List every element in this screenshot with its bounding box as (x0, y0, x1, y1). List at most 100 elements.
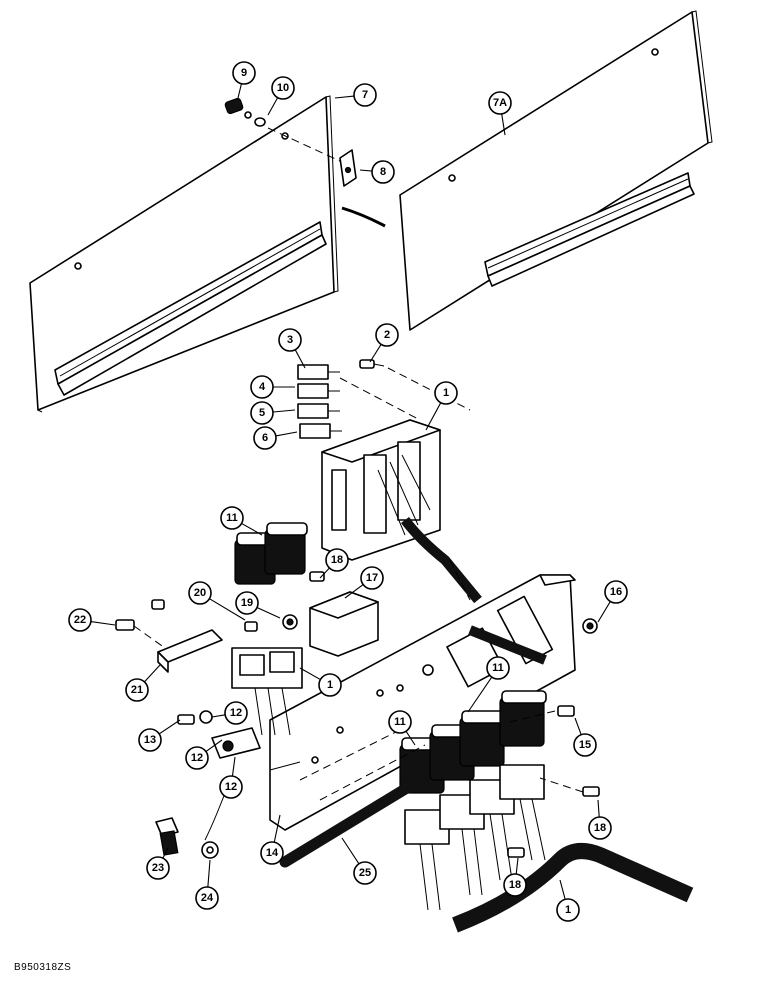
callout-label: 18 (331, 554, 343, 566)
callout-label: 4 (259, 381, 266, 393)
callout-c10: 10 (267, 76, 295, 116)
callout-circle (573, 733, 597, 757)
callout-circle (604, 580, 628, 604)
callout-c18a: 18 (319, 548, 349, 579)
callout-label: 18 (594, 822, 606, 834)
callout-label: 7A (493, 97, 507, 109)
callout-c2: 2 (369, 323, 399, 363)
callout-c22: 22 (68, 608, 116, 632)
callout-c6: 6 (253, 426, 298, 450)
callout-c13: 13 (138, 719, 181, 752)
callout-circle (188, 581, 212, 605)
connector-1-plate (231, 647, 303, 736)
callout-c12a: 12 (211, 701, 248, 725)
callout-leader (90, 621, 116, 626)
callout-circle (219, 775, 243, 799)
callout-c16: 16 (597, 580, 628, 623)
callout-leader (267, 97, 279, 116)
screw-22 (115, 619, 166, 649)
callout-label: 11 (492, 662, 504, 674)
callout-label: 8 (380, 166, 386, 178)
callout-circle (195, 886, 219, 910)
callout-label: 17 (366, 572, 378, 584)
callout-c3: 3 (278, 328, 306, 369)
callout-circle (325, 548, 349, 572)
callout-leader (574, 717, 582, 735)
screw-20 (151, 599, 258, 632)
callout-c17: 17 (344, 566, 384, 599)
callout-leader (515, 857, 519, 875)
document-id: B950318ZS (14, 962, 72, 973)
callout-c15: 15 (573, 717, 597, 757)
cover-panel-7a (399, 10, 713, 331)
callout-leader (237, 83, 242, 99)
callout-circle (220, 506, 244, 530)
callout-circle (235, 591, 259, 615)
callout-circle (253, 426, 277, 450)
nut-16 (582, 618, 598, 634)
callout-circle (371, 160, 395, 184)
callout-leader (299, 667, 321, 681)
callout-c21: 21 (125, 664, 161, 702)
bracket-21 (157, 629, 223, 673)
callout-leader (275, 431, 298, 437)
callout-circle (360, 566, 384, 590)
callout-leader (205, 739, 223, 753)
callout-circle (232, 61, 256, 85)
callout-c24: 24 (195, 859, 219, 910)
callout-circle (353, 83, 377, 107)
callout-circle (486, 656, 510, 680)
callout-c12b: 12 (185, 739, 223, 770)
callout-c7a: 7A (488, 91, 512, 136)
callout-label: 7 (362, 89, 368, 101)
callout-leader (211, 714, 226, 718)
knob-9 (224, 97, 252, 119)
callout-circle (318, 673, 342, 697)
callout-c18b: 18 (588, 799, 612, 840)
callout-leader (344, 584, 364, 599)
callout-label: 1 (565, 904, 571, 916)
screw-18-upper (309, 571, 325, 582)
washer-10 (254, 117, 266, 127)
callout-leader (144, 664, 161, 683)
callout-c14: 14 (260, 814, 284, 865)
callout-label: 1 (443, 387, 449, 399)
callout-label: 6 (262, 432, 268, 444)
callout-leader (597, 601, 611, 623)
screw-15 (557, 705, 575, 717)
callout-c18c: 18 (503, 857, 527, 897)
fuse-6 (299, 423, 342, 439)
callout-circle (68, 608, 92, 632)
relay-sockets (404, 764, 546, 911)
callout-leader (209, 598, 246, 621)
callout-leader (425, 402, 442, 431)
screw-18-lower (507, 786, 600, 858)
fuse-3 (297, 364, 340, 380)
callout-leader (405, 730, 416, 746)
callout-label: 22 (74, 614, 86, 626)
callout-leader (158, 719, 181, 735)
callout-label: 21 (131, 684, 143, 696)
screw-2 (359, 359, 385, 369)
callout-c7: 7 (334, 83, 377, 107)
fuse-5 (297, 403, 340, 419)
callout-circle (388, 710, 412, 734)
callout-circle (375, 323, 399, 347)
callout-leader (319, 567, 330, 579)
callout-circle (588, 816, 612, 840)
callout-leader (359, 169, 373, 172)
callout-c8: 8 (359, 160, 395, 184)
callout-label: 11 (394, 716, 406, 728)
callout-leader (597, 799, 600, 818)
callout-leader (241, 522, 263, 536)
callout-circle (434, 381, 458, 405)
callout-label: 15 (579, 739, 591, 751)
callout-circle (185, 746, 209, 770)
callout-circle (556, 898, 580, 922)
callout-label: 2 (384, 329, 390, 341)
callout-circle (146, 856, 170, 880)
callout-circle (503, 873, 527, 897)
callout-leader (341, 837, 360, 865)
